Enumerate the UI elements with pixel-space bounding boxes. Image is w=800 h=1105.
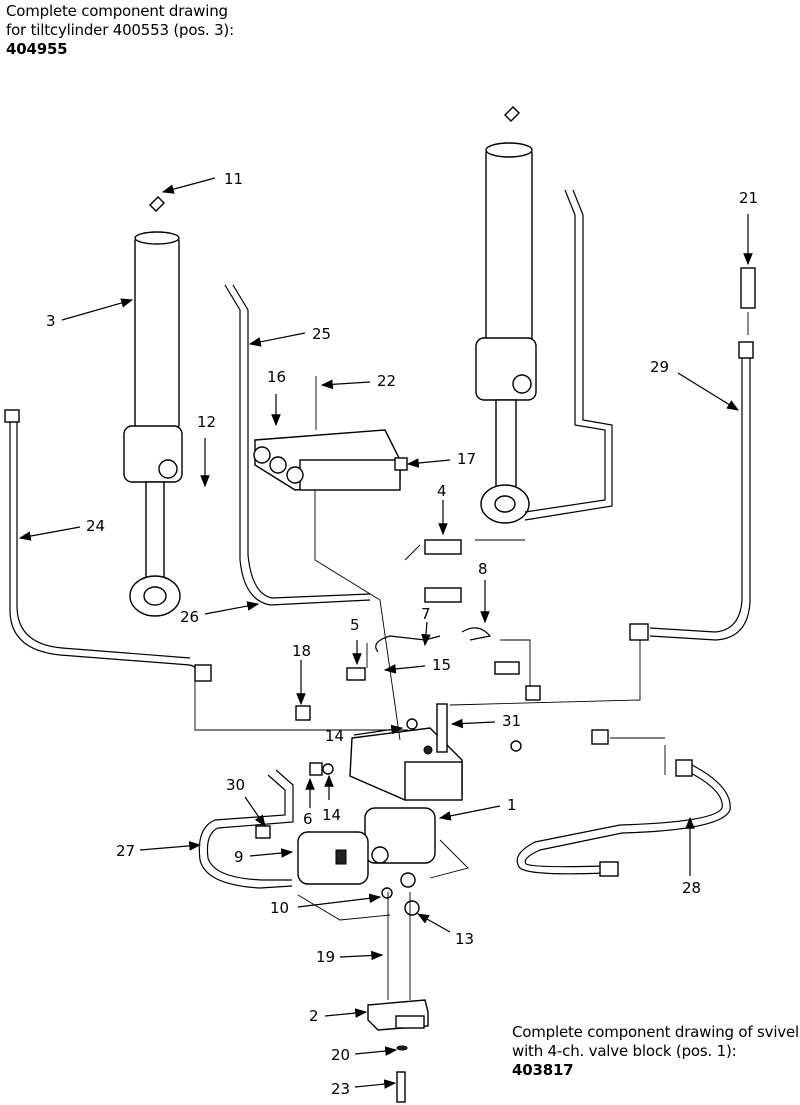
fittings <box>295 539 609 752</box>
callout-30: 30 <box>226 776 245 794</box>
callout-20: 20 <box>331 1046 350 1064</box>
drawing-note-svivel: Complete component drawing of svivel wit… <box>512 1023 800 1080</box>
callout-17: 17 <box>457 450 476 468</box>
callout-14b: 14 <box>322 806 341 824</box>
bottom-parts <box>367 892 429 1103</box>
drawing-note-tiltcylinder: Complete component drawing for tiltcylin… <box>6 2 234 59</box>
callout-2: 2 <box>309 1007 319 1025</box>
callout-24: 24 <box>86 517 105 535</box>
note-line: Complete component drawing of svivel <box>512 1023 799 1041</box>
valve-block <box>253 376 408 491</box>
callout-19: 19 <box>316 948 335 966</box>
hoses <box>4 189 756 889</box>
part-number: 403817 <box>512 1061 574 1079</box>
callout-5: 5 <box>350 616 360 634</box>
swivel-unit <box>255 703 463 916</box>
callout-12: 12 <box>197 413 216 431</box>
callout-31: 31 <box>502 712 521 730</box>
callouts: 11 3 25 16 22 12 17 4 24 26 8 7 5 15 18 … <box>18 170 758 1098</box>
callout-4: 4 <box>437 482 447 500</box>
callout-7: 7 <box>421 605 431 623</box>
callout-16: 16 <box>267 368 286 386</box>
callout-10: 10 <box>270 899 289 917</box>
note-line: for tiltcylinder 400553 (pos. 3): <box>6 21 234 39</box>
callout-18: 18 <box>292 642 311 660</box>
callout-11: 11 <box>224 170 243 188</box>
callout-28: 28 <box>682 879 701 897</box>
note-line: with 4-ch. valve block (pos. 1): <box>512 1042 737 1060</box>
callout-9: 9 <box>234 848 244 866</box>
callout-8: 8 <box>478 560 488 578</box>
callout-27: 27 <box>116 842 135 860</box>
callout-14: 14 <box>325 727 344 745</box>
callout-15: 15 <box>432 656 451 674</box>
part-number: 404955 <box>6 40 68 58</box>
callout-29: 29 <box>650 358 669 376</box>
callout-22: 22 <box>377 372 396 390</box>
callout-21: 21 <box>739 189 758 207</box>
right-tilt-cylinder <box>475 106 537 524</box>
callout-6: 6 <box>303 810 313 828</box>
callout-23: 23 <box>331 1080 350 1098</box>
left-tilt-cylinder <box>123 196 183 617</box>
callout-26: 26 <box>180 608 199 626</box>
callout-13: 13 <box>455 930 474 948</box>
note-line: Complete component drawing <box>6 2 228 20</box>
callout-25: 25 <box>312 325 331 343</box>
callout-3: 3 <box>46 312 56 330</box>
callout-1: 1 <box>507 796 517 814</box>
